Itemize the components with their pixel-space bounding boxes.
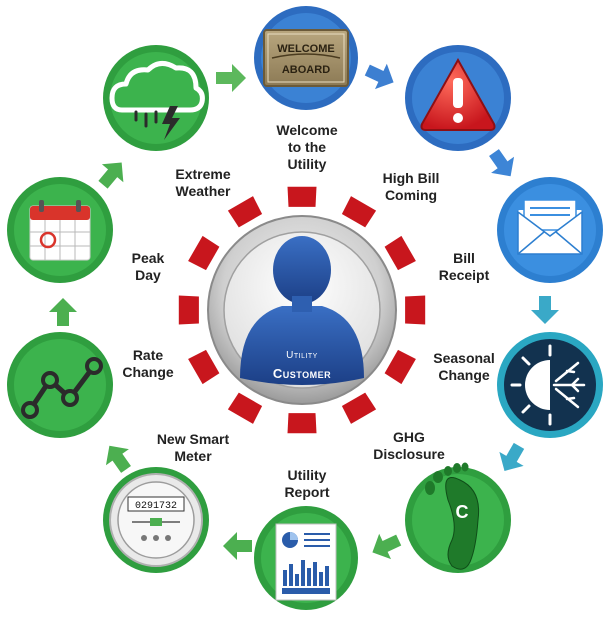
center-label-utility: Utility xyxy=(286,350,318,361)
label-seasonal: Seasonal Change xyxy=(433,350,495,383)
label-peak-day: Peak Day xyxy=(131,250,165,283)
customer-center: Utility Customer xyxy=(207,215,397,405)
label-welcome: Welcome to the Utility xyxy=(276,122,338,172)
red-petal xyxy=(227,392,263,424)
storm-cloud-icon xyxy=(109,61,205,140)
red-petal xyxy=(287,186,317,207)
red-petal xyxy=(384,235,416,271)
arrow-peak-to-weather xyxy=(98,162,124,189)
stage-bill-receipt[interactable] xyxy=(497,177,603,283)
stage-peak-day[interactable] xyxy=(7,177,113,283)
carbon-footprint-icon: C xyxy=(425,462,480,570)
label-bill-receipt: Bill Receipt xyxy=(438,250,490,283)
arrow-welcome-to-highbill xyxy=(364,63,394,90)
arrow-report-to-meter xyxy=(223,532,252,560)
stage-report[interactable] xyxy=(254,506,358,610)
red-petal xyxy=(188,349,220,385)
red-petal xyxy=(227,196,263,228)
stage-smart-meter[interactable]: 0291732 xyxy=(103,467,209,573)
red-petal xyxy=(384,349,416,385)
envelope-icon xyxy=(517,199,583,255)
footprint-letter: C xyxy=(456,502,469,522)
arrow-ghg-to-report xyxy=(372,533,402,560)
label-extreme-weather: Extreme Weather xyxy=(175,166,231,199)
arrow-bill-to-seasonal xyxy=(531,296,559,324)
label-rate-change: Rate Change xyxy=(122,347,174,380)
welcome-mat-line2: ABOARD xyxy=(282,64,330,76)
stage-extreme-weather[interactable] xyxy=(103,45,209,151)
line-graph-icon xyxy=(21,357,103,419)
red-petal xyxy=(287,413,317,434)
stage-high-bill[interactable] xyxy=(405,45,511,151)
red-petal xyxy=(178,295,199,325)
red-petal-ring xyxy=(178,186,426,434)
sun-snowflake-icon xyxy=(510,344,586,426)
stage-welcome[interactable]: WELCOME ABOARD xyxy=(254,6,358,110)
arrow-weather-to-welcome xyxy=(216,64,246,92)
red-petal xyxy=(341,196,377,228)
center-label-customer: Customer xyxy=(273,366,331,381)
arrow-seasonal-to-ghg xyxy=(499,442,525,471)
stage-seasonal[interactable] xyxy=(497,332,603,438)
stage-ghg[interactable]: C xyxy=(405,462,511,574)
red-petal xyxy=(188,235,220,271)
arrow-highbill-to-bill xyxy=(489,149,515,177)
calendar-icon xyxy=(29,200,91,261)
meter-reading: 0291732 xyxy=(135,501,177,512)
red-petal xyxy=(405,295,426,325)
label-ghg: GHG Disclosure xyxy=(373,429,445,462)
report-icon xyxy=(275,523,337,601)
red-petal xyxy=(341,392,377,424)
label-smart-meter: New Smart Meter xyxy=(156,431,230,464)
label-report: Utility Report xyxy=(284,467,330,500)
arrow-rate-to-peak xyxy=(49,298,77,326)
welcome-mat-icon: WELCOME ABOARD xyxy=(263,29,349,87)
smart-meter-icon: 0291732 xyxy=(117,481,195,559)
welcome-mat-line1: WELCOME xyxy=(277,43,334,55)
stage-rate-change[interactable] xyxy=(7,332,113,438)
flow-arrows xyxy=(49,63,559,560)
warning-icon xyxy=(420,57,496,131)
person-silhouette-icon xyxy=(240,236,364,385)
arrow-meter-to-rate xyxy=(105,445,131,473)
label-high-bill: High Bill Coming xyxy=(382,170,440,203)
